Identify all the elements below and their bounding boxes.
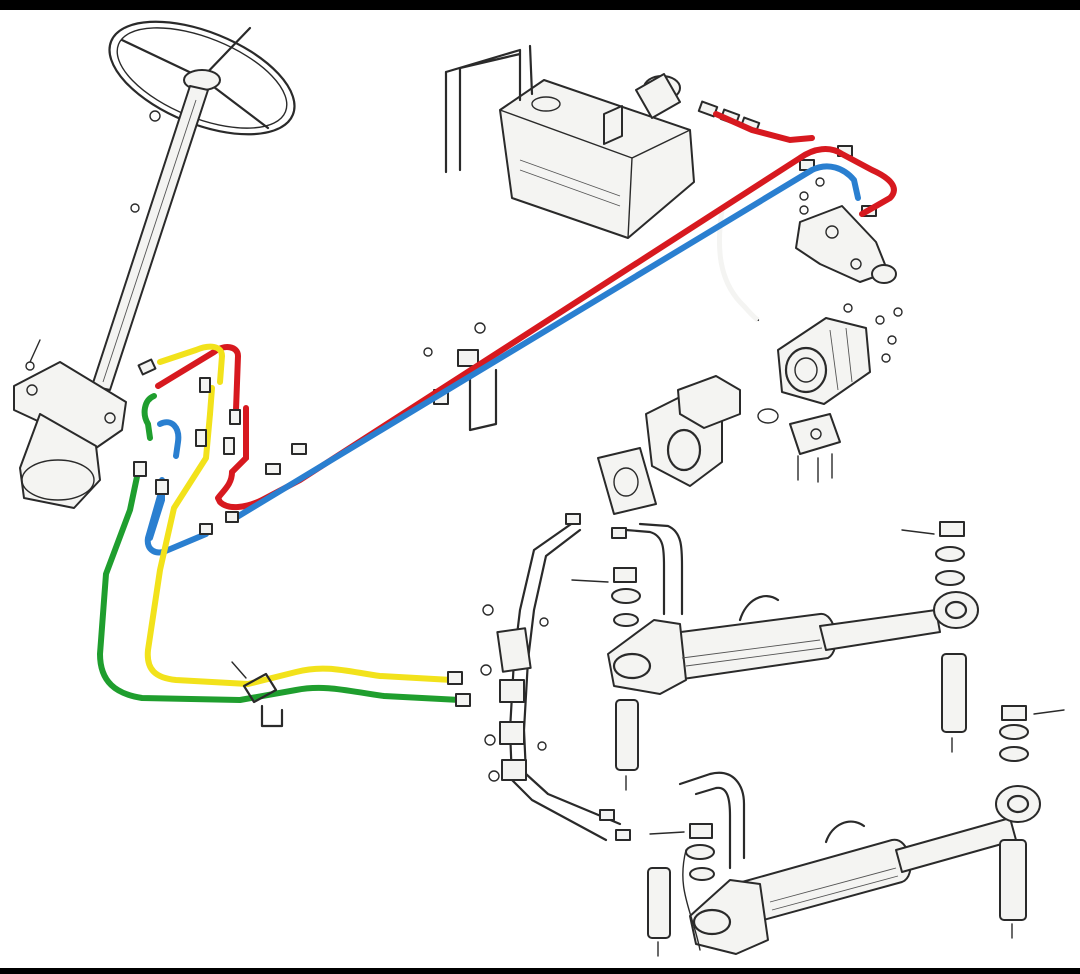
lower-power-cylinder bbox=[678, 771, 1041, 955]
cylinder-line-b bbox=[97, 393, 463, 703]
oil-tank bbox=[444, 44, 695, 239]
flow-divider-valve bbox=[795, 205, 897, 284]
upper-power-cylinder bbox=[607, 591, 979, 695]
hose-fittings bbox=[133, 358, 471, 728]
cylinder-feed-tubes bbox=[480, 513, 684, 842]
hose-fittings bbox=[647, 705, 1065, 957]
cylinder-line-a bbox=[144, 343, 455, 687]
steering-column bbox=[91, 85, 209, 391]
return-line bbox=[144, 163, 861, 556]
diagram-frame bbox=[0, 10, 1080, 968]
hydraulic-pump bbox=[777, 303, 903, 405]
pressure-line bbox=[155, 146, 897, 510]
steering-valve-housing bbox=[13, 339, 127, 509]
pump-drive-housing bbox=[597, 375, 841, 515]
hydraulic-steering-diagram bbox=[13, 20, 1065, 957]
steering-wheel bbox=[108, 20, 296, 136]
hose-fittings bbox=[571, 521, 967, 791]
